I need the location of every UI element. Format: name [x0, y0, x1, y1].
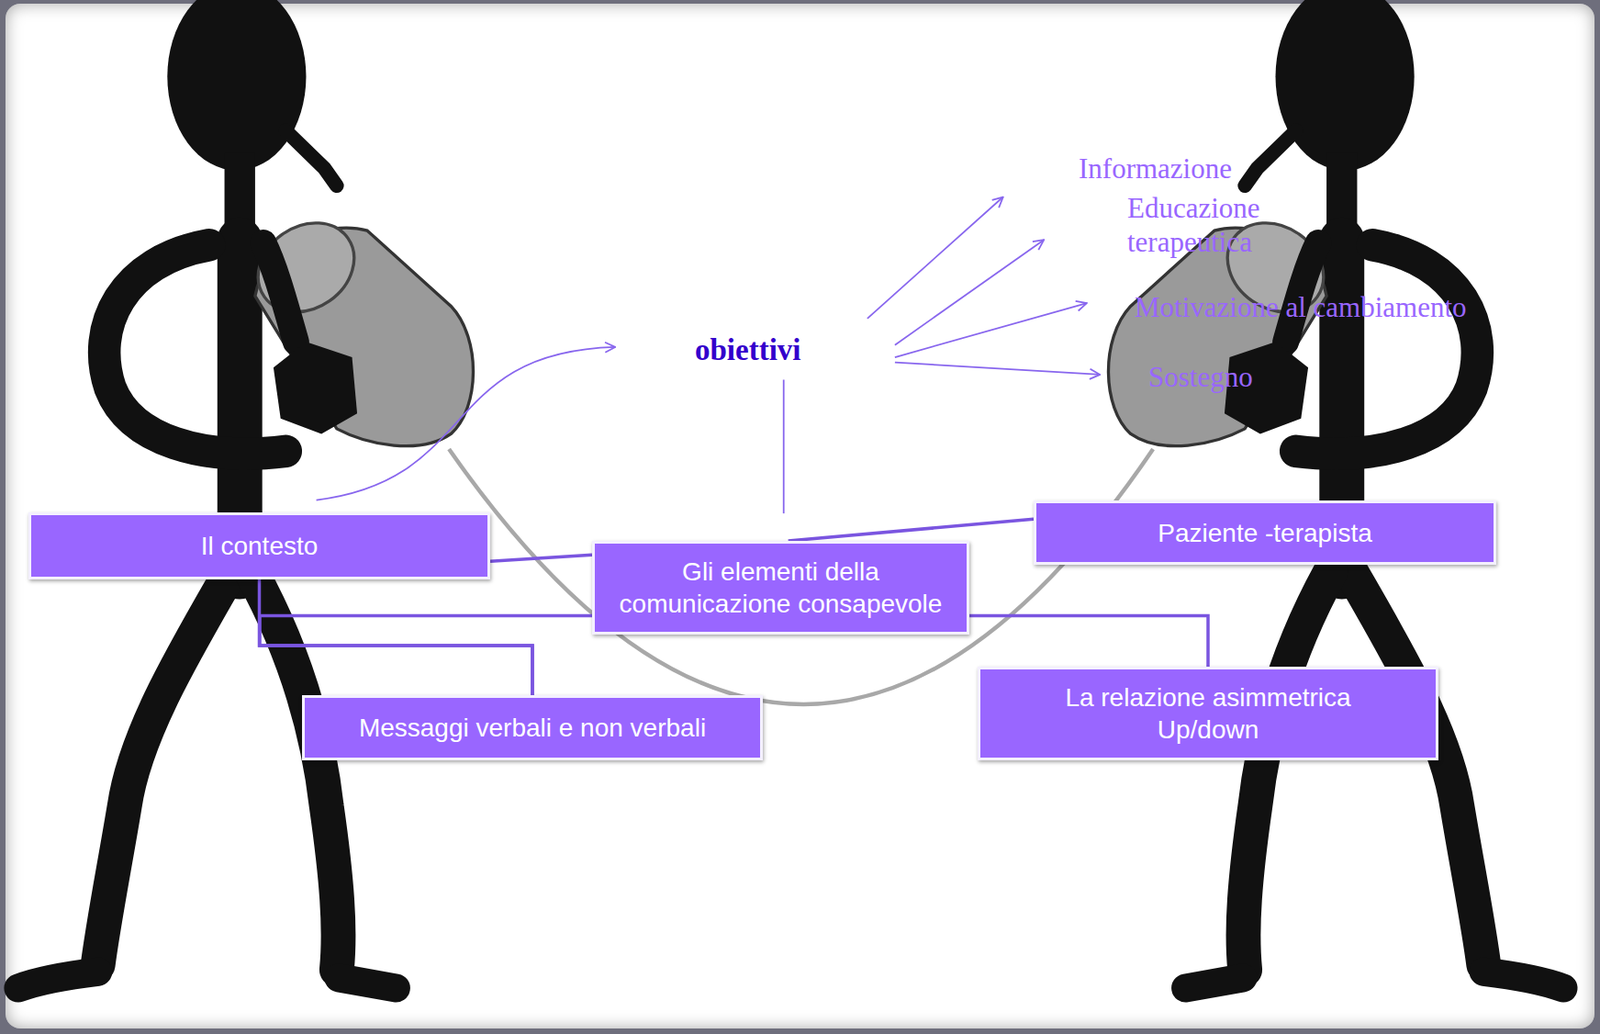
box-text: Up/down [1157, 713, 1260, 746]
objectives-heading: obiettivi [694, 332, 801, 370]
concept-box: La relazione asimmetricaUp/down [977, 666, 1439, 761]
objective-label: Sostegno [1148, 359, 1254, 394]
concept-box: Messaggi verbali e non verbali [302, 694, 763, 761]
box-text: Messaggi verbali e non verbali [358, 711, 706, 744]
box-text: Gli elementi della comunicazione consape… [607, 555, 954, 620]
objective-label: Educazione terapeutica [1127, 190, 1321, 259]
concept-box: Gli elementi della comunicazione consape… [592, 540, 970, 635]
connector-line [259, 579, 534, 695]
connector-line [969, 615, 1209, 667]
objective-label: Informazione [1078, 151, 1232, 186]
objective-label: Motivazione al cambiamento [1134, 290, 1467, 325]
box-text: Il contesto [201, 529, 319, 562]
box-text: La relazione asimmetrica [1064, 681, 1351, 714]
connector-line [490, 554, 593, 561]
concept-box: Il contesto [28, 512, 491, 580]
connector-line [788, 518, 1034, 541]
concept-box: Paziente -terapista [1033, 500, 1497, 565]
connector-line [259, 615, 593, 695]
box-text: Paziente -terapista [1157, 516, 1372, 549]
